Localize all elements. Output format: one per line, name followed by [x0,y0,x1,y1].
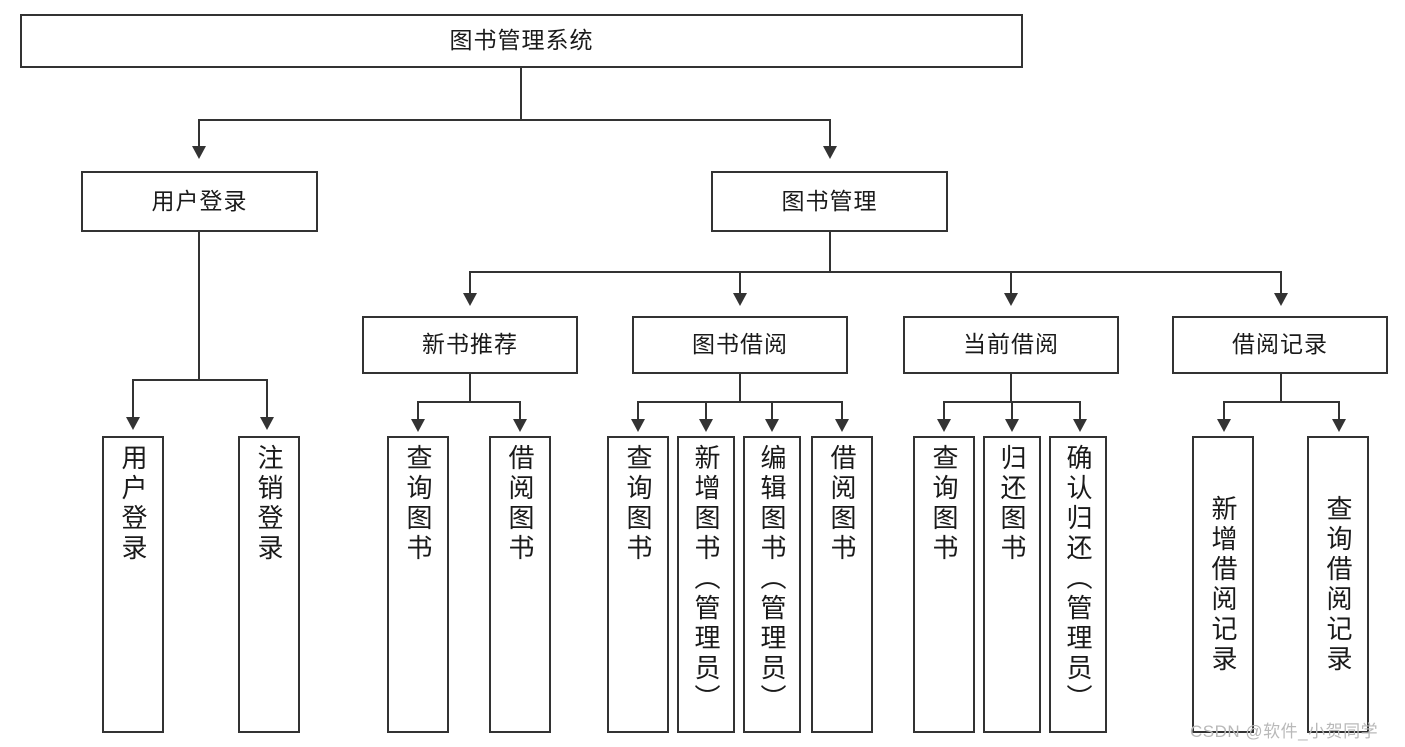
leaf-user-login-0[interactable]: 用户登录 [102,436,164,733]
node-label: 图书管理系统 [449,27,594,54]
node-label: 归还图书 [997,444,1027,564]
connector-drop-br-0 [1223,401,1225,421]
node-label: 图书借阅 [692,331,788,358]
node-current-borrow[interactable]: 当前借阅 [903,316,1119,374]
leaf-new-book-recommend-0[interactable]: 查询图书 [387,436,449,733]
arrow-cb-1 [1005,419,1019,432]
node-label: 新增借阅记录 [1208,494,1238,675]
connector-drop-cb-1 [1011,401,1013,421]
node-label: 图书管理 [781,187,878,214]
connector-bb-bus [637,401,842,403]
arrow-l3-3 [1274,293,1288,306]
node-label: 用户登录 [151,187,248,214]
leaf-borrow-record-0[interactable]: 新增借阅记录 [1192,436,1254,733]
connector-drop-cb-0 [943,401,945,421]
arrow-cb-2 [1073,419,1087,432]
leaf-current-borrow-1[interactable]: 归还图书 [983,436,1041,733]
connector-drop-l3-1 [739,271,741,295]
arrow-br-0 [1217,419,1231,432]
connector-root-bus [198,119,830,121]
node-label: 确认归还（管理员） [1063,444,1093,714]
node-label: 新书推荐 [422,331,518,358]
connector-user-login-stem [198,232,200,380]
connector-drop-bb-3 [841,401,843,421]
arrow-br-1 [1332,419,1346,432]
arrow-l3-1 [733,293,747,306]
connector-nbr-bus [417,401,521,403]
node-label: 查询借阅记录 [1323,494,1353,675]
node-label: 借阅图书 [505,444,535,564]
arrow-cb-0 [937,419,951,432]
arrow-book-manage [823,146,837,159]
leaf-new-book-recommend-1[interactable]: 借阅图书 [489,436,551,733]
connector-bb-stem [739,374,741,402]
connector-cb-stem [1010,374,1012,402]
connector-bm-stem [829,232,831,272]
connector-drop-user-login [198,119,200,149]
node-book-borrow[interactable]: 图书借阅 [632,316,848,374]
arrow-user-login [192,146,206,159]
leaf-user-login-1[interactable]: 注销登录 [238,436,300,733]
arrow-bb-0 [631,419,645,432]
connector-drop-ul-1 [266,379,268,419]
node-label: 借阅记录 [1232,331,1328,358]
connector-drop-l3-2 [1010,271,1012,295]
connector-user-login-bus [132,379,266,381]
connector-drop-ul-0 [132,379,134,419]
node-new-book-recommend[interactable]: 新书推荐 [362,316,578,374]
leaf-book-borrow-0[interactable]: 查询图书 [607,436,669,733]
node-borrow-record[interactable]: 借阅记录 [1172,316,1388,374]
leaf-borrow-record-1[interactable]: 查询借阅记录 [1307,436,1369,733]
arrow-bb-1 [699,419,713,432]
connector-br-bus [1223,401,1340,403]
node-label: 新增图书（管理员） [691,444,721,714]
connector-root-stem [520,68,522,120]
connector-nbr-stem [469,374,471,402]
arrow-bb-3 [835,419,849,432]
node-label: 查询图书 [403,444,433,564]
node-label: 查询图书 [929,444,959,564]
connector-drop-l3-0 [469,271,471,295]
arrow-bb-2 [765,419,779,432]
arrow-nbr-1 [513,419,527,432]
connector-bm-bus [469,271,1281,273]
connector-drop-bb-0 [637,401,639,421]
node-label: 用户登录 [118,444,148,564]
leaf-book-borrow-2[interactable]: 编辑图书（管理员） [743,436,801,733]
leaf-book-borrow-1[interactable]: 新增图书（管理员） [677,436,735,733]
node-label: 借阅图书 [827,444,857,564]
arrow-ul-0 [126,417,140,430]
arrow-l3-2 [1004,293,1018,306]
node-label: 编辑图书（管理员） [757,444,787,714]
node-label: 查询图书 [623,444,653,564]
leaf-current-borrow-0[interactable]: 查询图书 [913,436,975,733]
connector-drop-cb-2 [1079,401,1081,421]
connector-drop-bb-2 [771,401,773,421]
arrow-ul-1 [260,417,274,430]
arrow-l3-0 [463,293,477,306]
connector-drop-nbr-1 [519,401,521,421]
node-user-login[interactable]: 用户登录 [81,171,318,232]
arrow-nbr-0 [411,419,425,432]
node-book-management[interactable]: 图书管理 [711,171,948,232]
node-root-system[interactable]: 图书管理系统 [20,14,1023,68]
connector-drop-br-1 [1338,401,1340,421]
connector-drop-bb-1 [705,401,707,421]
node-label: 注销登录 [254,444,284,564]
connector-drop-book-manage [829,119,831,149]
leaf-current-borrow-2[interactable]: 确认归还（管理员） [1049,436,1107,733]
connector-drop-nbr-0 [417,401,419,421]
connector-br-stem [1280,374,1282,402]
leaf-book-borrow-3[interactable]: 借阅图书 [811,436,873,733]
connector-drop-l3-3 [1280,271,1282,295]
node-label: 当前借阅 [963,331,1059,358]
